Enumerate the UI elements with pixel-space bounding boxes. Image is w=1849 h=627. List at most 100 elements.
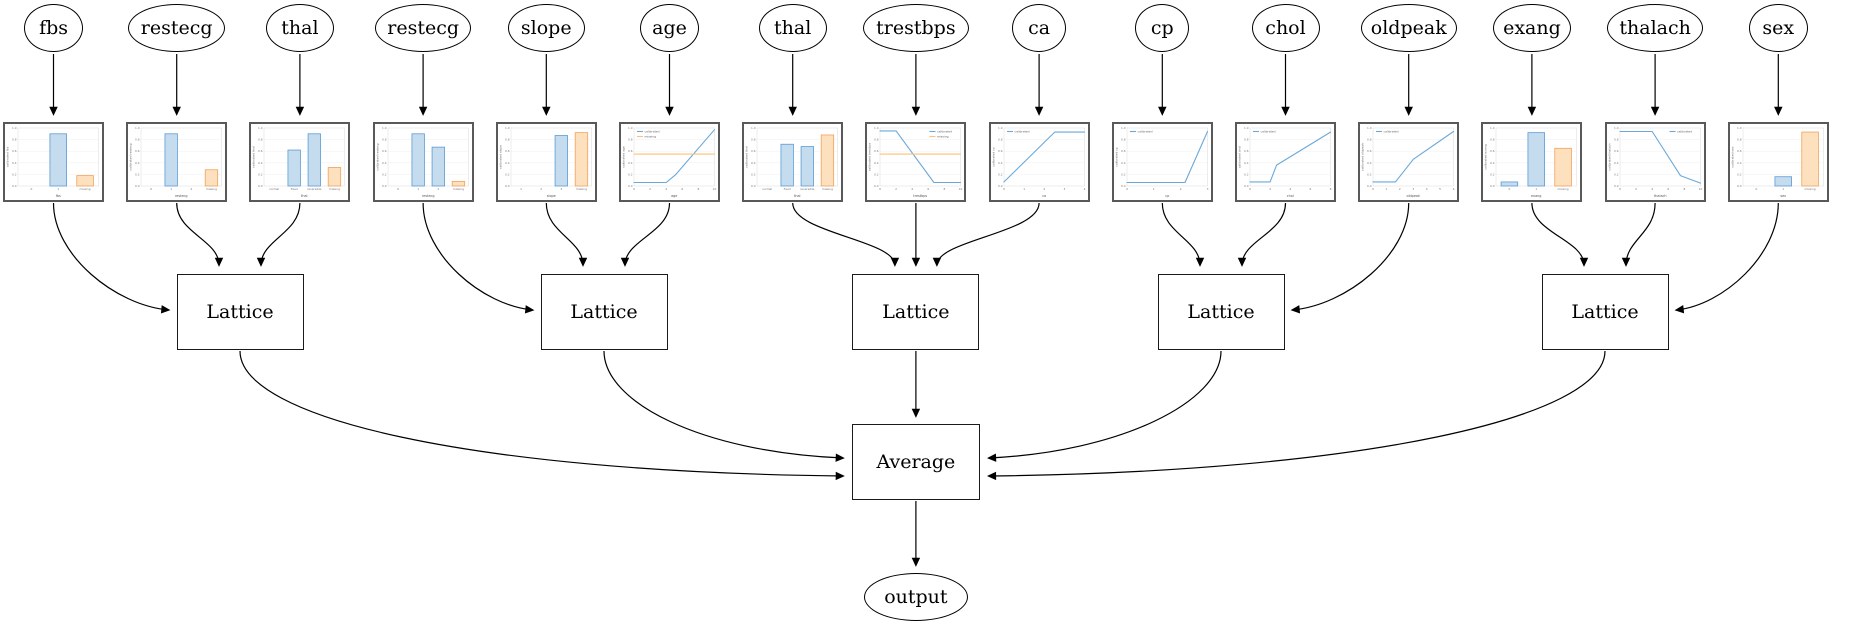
svg-text:missing: missing (80, 187, 91, 191)
svg-text:4: 4 (1289, 187, 1291, 191)
svg-text:calibrated restecg: calibrated restecg (129, 143, 133, 170)
svg-text:oldpeak: oldpeak (1407, 194, 1420, 198)
svg-text:0.6: 0.6 (135, 149, 140, 153)
svg-text:0.8: 0.8 (628, 138, 633, 142)
svg-text:0.4: 0.4 (998, 161, 1003, 165)
svg-text:0.0: 0.0 (998, 184, 1003, 188)
svg-text:0: 0 (397, 187, 399, 191)
svg-text:calibrated chol: calibrated chol (1238, 146, 1242, 168)
svg-text:reversible: reversible (308, 187, 323, 191)
feature-node-sex-14: sex (1749, 4, 1808, 52)
svg-text:0.2: 0.2 (1367, 172, 1372, 176)
svg-text:calibrated cp: calibrated cp (1114, 147, 1118, 167)
svg-text:calibrated: calibrated (1137, 130, 1152, 134)
svg-text:calibrated thal: calibrated thal (252, 146, 256, 168)
svg-text:calibrated thalach: calibrated thalach (1607, 143, 1611, 170)
svg-text:0.0: 0.0 (12, 184, 17, 188)
svg-text:calibrated fbs: calibrated fbs (6, 146, 10, 167)
svg-text:0: 0 (1003, 187, 1005, 191)
svg-text:1.0: 1.0 (1737, 126, 1742, 130)
svg-text:3: 3 (1206, 187, 1208, 191)
svg-text:2: 2 (1399, 187, 1401, 191)
svg-text:1.0: 1.0 (382, 126, 387, 130)
svg-text:0.8: 0.8 (751, 138, 756, 142)
svg-text:0.8: 0.8 (135, 138, 140, 142)
svg-text:0: 0 (150, 187, 152, 191)
feature-label: chol (1265, 17, 1306, 39)
svg-text:3: 3 (1063, 187, 1065, 191)
svg-text:2: 2 (1043, 187, 1045, 191)
svg-text:0.6: 0.6 (1121, 149, 1126, 153)
svg-text:thal: thal (794, 194, 801, 198)
svg-text:exang: exang (1531, 194, 1541, 198)
svg-text:1.0: 1.0 (505, 126, 510, 130)
svg-text:0.8: 0.8 (1490, 138, 1495, 142)
svg-text:calibrated slope: calibrated slope (498, 145, 502, 169)
svg-text:6: 6 (1453, 187, 1455, 191)
svg-text:restecg: restecg (175, 194, 188, 198)
svg-text:1.0: 1.0 (751, 126, 756, 130)
svg-text:10: 10 (1698, 187, 1702, 191)
svg-text:0.4: 0.4 (258, 161, 263, 165)
lattice-node-1: Lattice (176, 274, 304, 350)
svg-text:2: 2 (1180, 187, 1182, 191)
svg-text:restecg: restecg (422, 194, 435, 198)
feature-label: oldpeak (1370, 17, 1447, 39)
svg-text:10: 10 (713, 187, 717, 191)
svg-text:1.0: 1.0 (1244, 126, 1249, 130)
svg-text:0.0: 0.0 (258, 184, 263, 188)
feature-node-oldpeak-11: oldpeak (1360, 4, 1457, 52)
svg-text:6: 6 (681, 187, 683, 191)
svg-text:6: 6 (1667, 187, 1669, 191)
svg-text:0: 0 (1619, 187, 1621, 191)
svg-text:calibrated oldpeak: calibrated oldpeak (1361, 143, 1365, 171)
svg-text:4: 4 (665, 187, 667, 191)
svg-text:0.8: 0.8 (874, 138, 879, 142)
svg-text:0.6: 0.6 (382, 149, 387, 153)
svg-text:0: 0 (1372, 187, 1374, 191)
svg-text:1: 1 (1023, 187, 1025, 191)
svg-text:0.4: 0.4 (751, 161, 756, 165)
svg-text:2: 2 (649, 187, 651, 191)
svg-text:0.8: 0.8 (1737, 138, 1742, 142)
svg-text:10: 10 (959, 187, 963, 191)
svg-text:2: 2 (1269, 187, 1271, 191)
svg-text:1.0: 1.0 (998, 126, 1003, 130)
lattice-node-2: Lattice (540, 274, 668, 350)
feature-label: fbs (39, 17, 69, 39)
svg-text:0: 0 (1249, 187, 1251, 191)
svg-text:2: 2 (191, 187, 193, 191)
feature-label: exang (1503, 17, 1561, 39)
svg-text:0.2: 0.2 (382, 172, 387, 176)
svg-text:4: 4 (912, 187, 914, 191)
svg-text:fbs: fbs (56, 194, 61, 198)
svg-text:5: 5 (1439, 187, 1441, 191)
svg-text:0: 0 (30, 187, 32, 191)
svg-text:slope: slope (547, 194, 556, 198)
svg-text:calibrated sex: calibrated sex (1730, 146, 1734, 167)
svg-text:0.4: 0.4 (1737, 161, 1742, 165)
svg-text:0.2: 0.2 (751, 172, 756, 176)
svg-text:0.8: 0.8 (505, 138, 510, 142)
svg-text:0.0: 0.0 (1737, 184, 1742, 188)
svg-text:calibrated: calibrated (1384, 130, 1399, 134)
lattice-label: Lattice (206, 301, 274, 323)
feature-node-thal-2: thal (265, 4, 334, 52)
svg-text:sex: sex (1780, 194, 1786, 198)
svg-text:0.8: 0.8 (1121, 138, 1126, 142)
svg-text:4: 4 (1083, 187, 1085, 191)
svg-text:0.0: 0.0 (135, 184, 140, 188)
svg-text:trestbps: trestbps (914, 194, 928, 198)
svg-text:missing: missing (1558, 187, 1569, 191)
svg-text:1: 1 (417, 187, 419, 191)
feature-label: slope (520, 17, 572, 39)
